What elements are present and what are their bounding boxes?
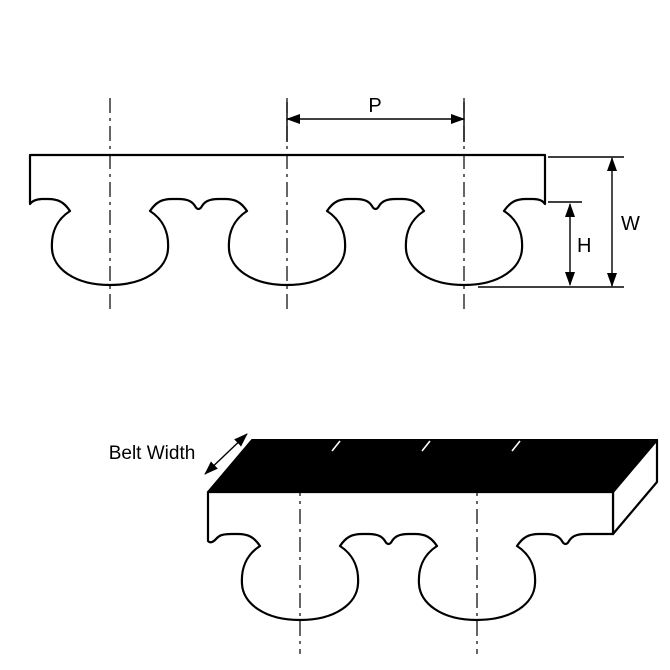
width-dimension: W (478, 156, 640, 288)
belt-width-label: Belt Width (109, 443, 196, 464)
pitch-label: P (368, 95, 381, 117)
belt-top-face (207, 439, 658, 493)
top-face-tick-3 (511, 440, 521, 452)
top-face-tick-1 (331, 440, 341, 452)
w-label: W (621, 213, 640, 235)
belt-width-arrow (204, 433, 248, 475)
top-face-tick-2 (421, 440, 431, 452)
belt-width-annotation: Belt Width (109, 433, 248, 475)
pitch-dimension: P (286, 95, 465, 142)
height-dimension: H (548, 201, 591, 286)
bottom-view-3d (206, 438, 659, 654)
top-view-cross-section (28, 98, 547, 312)
belt-front-face (206, 490, 615, 622)
h-label: H (577, 235, 591, 257)
